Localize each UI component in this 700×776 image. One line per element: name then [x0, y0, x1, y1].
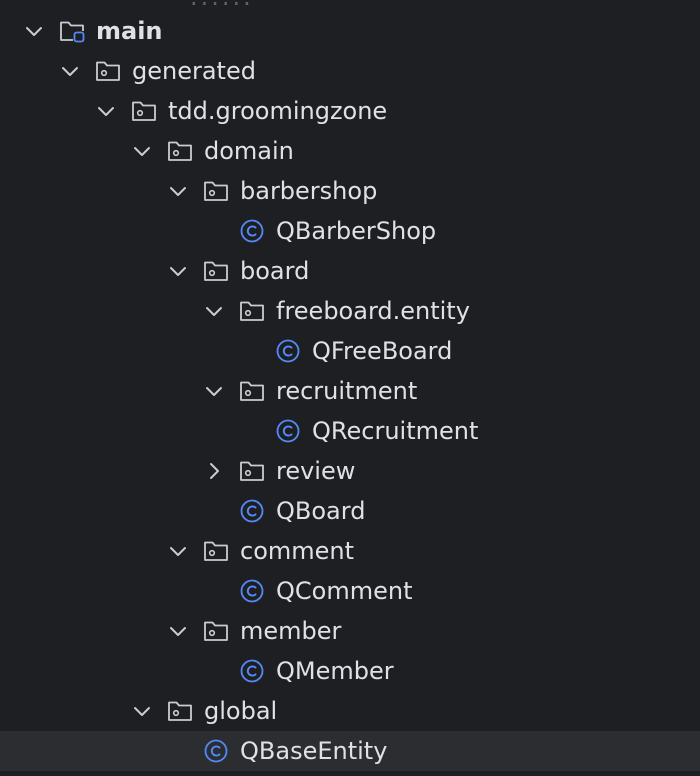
chevron-down-icon[interactable]	[96, 101, 116, 121]
tree-row-barbershop[interactable]: barbershop	[0, 171, 700, 211]
chevron-down-icon[interactable]	[132, 701, 152, 721]
tree-row-label: barbershop	[240, 177, 378, 205]
chevron-down-icon[interactable]	[204, 301, 224, 321]
package-folder-icon	[95, 59, 121, 83]
tree-row-label: QBaseEntity	[240, 737, 388, 765]
package-folder-icon	[239, 299, 265, 323]
package-folder-icon	[131, 99, 157, 123]
tree-row-label: review	[276, 457, 356, 485]
tree-row-label: freeboard.entity	[276, 297, 470, 325]
tree-row-member[interactable]: member	[0, 611, 700, 651]
source-root-folder-icon	[59, 19, 85, 43]
chevron-right-icon[interactable]	[204, 461, 224, 481]
chevron-down-icon[interactable]	[204, 381, 224, 401]
chevron-down-icon[interactable]	[60, 61, 80, 81]
tree-row-qfreeboard[interactable]: QFreeBoard	[0, 331, 700, 371]
tree-row-label: global	[204, 697, 278, 725]
package-folder-icon	[167, 699, 193, 723]
tree-row-label: domain	[204, 137, 294, 165]
chevron-down-icon[interactable]	[168, 621, 188, 641]
tree-row-board[interactable]: board	[0, 251, 700, 291]
package-folder-icon	[167, 139, 193, 163]
tree-row-label: member	[240, 617, 342, 645]
class-c-icon	[239, 219, 265, 243]
tree-row-label: recruitment	[276, 377, 418, 405]
chevron-down-icon[interactable]	[168, 541, 188, 561]
tree-row-label: QMember	[276, 657, 394, 685]
package-folder-icon	[203, 539, 229, 563]
chevron-down-icon[interactable]	[168, 261, 188, 281]
tree-row-label: generated	[132, 57, 256, 85]
package-folder-icon	[203, 619, 229, 643]
chevron-down-icon[interactable]	[168, 181, 188, 201]
tree-row-review[interactable]: review	[0, 451, 700, 491]
tree-row-label: board	[240, 257, 310, 285]
package-folder-icon	[203, 259, 229, 283]
tree-row-recruitment[interactable]: recruitment	[0, 371, 700, 411]
package-folder-icon	[203, 179, 229, 203]
tree-row-qbaseentity[interactable]: QBaseEntity	[0, 731, 700, 771]
tree-row-label: QBarberShop	[276, 217, 437, 245]
class-c-icon	[239, 659, 265, 683]
tree-row-label: tdd.groomingzone	[168, 97, 388, 125]
tree-row-qboard[interactable]: QBoard	[0, 491, 700, 531]
tree-row-freeboard-entity[interactable]: freeboard.entity	[0, 291, 700, 331]
tree-row-label: comment	[240, 537, 355, 565]
chevron-down-icon[interactable]	[132, 141, 152, 161]
tree-row-label: main	[96, 17, 163, 45]
package-folder-icon	[239, 379, 265, 403]
tree-row-qrecruitment[interactable]: QRecruitment	[0, 411, 700, 451]
tree-row-label: QRecruitment	[312, 417, 479, 445]
tree-row-tdd-groomingzone[interactable]: tdd.groomingzone	[0, 91, 700, 131]
tree-row-label: QFreeBoard	[312, 337, 453, 365]
class-c-icon	[275, 339, 301, 363]
tree-row-qcomment[interactable]: QComment	[0, 571, 700, 611]
tree-row-label: QBoard	[276, 497, 366, 525]
package-folder-icon	[239, 459, 265, 483]
tree-row-main[interactable]: main	[0, 11, 700, 51]
tree-row-global[interactable]: global	[0, 691, 700, 731]
class-c-icon	[203, 739, 229, 763]
tree-row-qmember[interactable]: QMember	[0, 651, 700, 691]
tree-row-domain[interactable]: domain	[0, 131, 700, 171]
tree-row-comment[interactable]: comment	[0, 531, 700, 571]
chevron-down-icon[interactable]	[24, 21, 44, 41]
tree-row-generated[interactable]: generated	[0, 51, 700, 91]
tree-row-qbarbershop[interactable]: QBarberShop	[0, 211, 700, 251]
class-c-icon	[239, 579, 265, 603]
class-c-icon	[275, 419, 301, 443]
cut-off-row-text: ······	[190, 0, 254, 18]
class-c-icon	[239, 499, 265, 523]
tree-row-label: QComment	[276, 577, 413, 605]
